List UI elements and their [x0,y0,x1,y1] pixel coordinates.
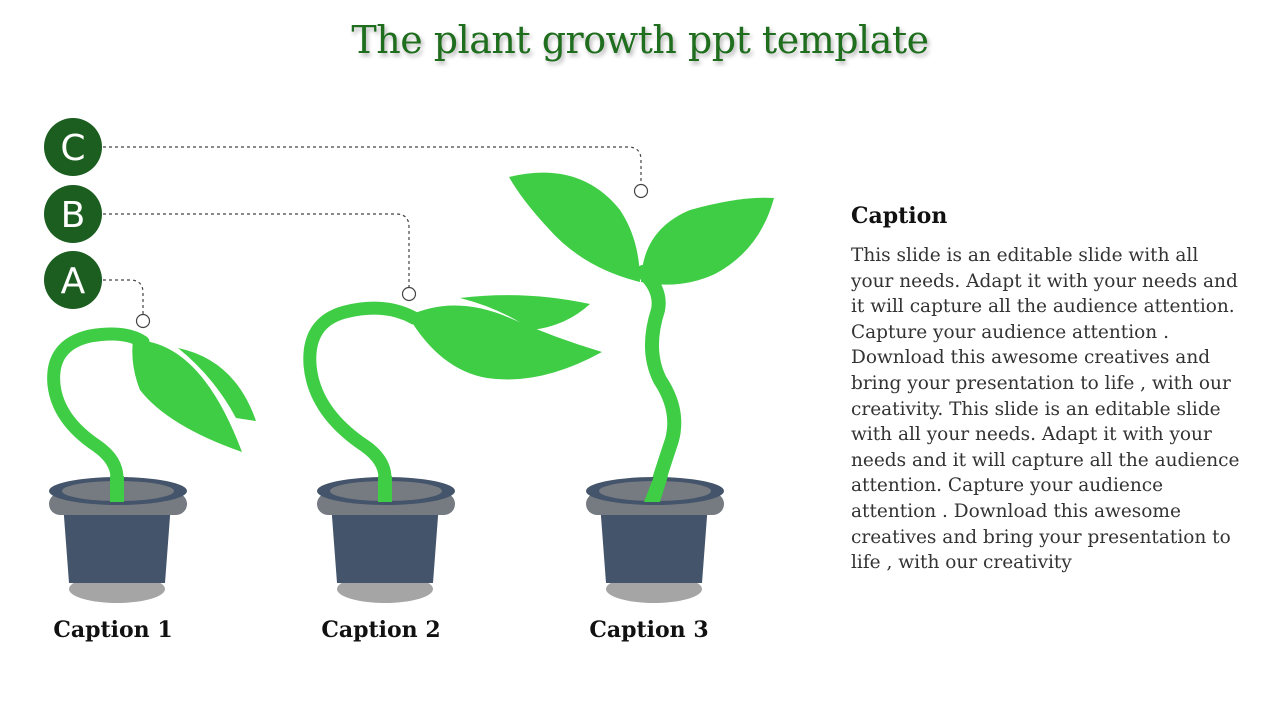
connector-dot-b [401,286,417,302]
caption-2: Caption 2 [321,617,441,643]
connector-lines [103,146,642,314]
leaf [509,172,640,282]
leaf [408,305,602,380]
stem [303,301,421,509]
leaf [178,348,256,421]
pot-1 [49,476,187,603]
badge-b: B [44,185,102,243]
leaf [132,340,242,452]
caption-3: Caption 3 [589,617,709,643]
pot-body [331,503,439,583]
pot-body [600,503,708,583]
badge-circle [44,118,102,176]
badge-circle [44,185,102,243]
caption-1: Caption 1 [53,617,173,643]
plant-1 [47,327,256,509]
side-caption-body: This slide is an editable slide with all… [851,245,1240,574]
badge-circle [44,251,102,309]
slide-title: The plant growth ppt template [351,18,929,62]
connector-b [103,213,410,287]
pot-2 [317,476,455,603]
connector-a [103,279,144,314]
stem-base [644,476,668,502]
stem-base [110,476,124,502]
leaf [460,295,590,330]
badge-letter: A [61,261,86,302]
connector-dot-a [135,313,151,329]
badge-letter: C [60,128,85,169]
badge-c: C [44,118,102,176]
side-caption-heading: Caption [851,203,948,229]
plant-2 [303,295,602,509]
plant-3 [509,172,774,509]
pot-body [63,503,171,583]
stem [636,265,682,509]
pot-3 [586,476,724,603]
stem-base [378,476,392,502]
stem [47,327,150,509]
connector-c [103,146,642,184]
badge-a: A [44,251,102,309]
connector-endpoints [135,183,649,329]
badge-letter: B [61,195,86,236]
connector-dot-c [633,183,649,199]
leaf [641,197,774,285]
